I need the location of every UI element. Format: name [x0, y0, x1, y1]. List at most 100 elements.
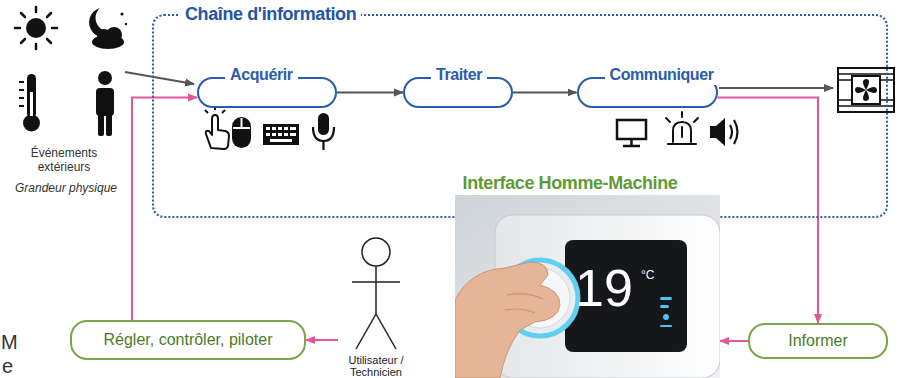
thermometer-icon — [19, 81, 24, 83]
feedback-arrow — [720, 340, 748, 342]
mouse-icon — [232, 117, 251, 148]
sun-icon — [21, 13, 25, 17]
fan-icon — [838, 74, 894, 106]
person-icon — [98, 112, 104, 136]
user-figure — [376, 314, 396, 349]
process-box: Communiquer — [577, 77, 718, 108]
display-value: 19 — [575, 260, 633, 316]
process-box: Acquérir — [197, 77, 337, 108]
thermostat-photo — [455, 262, 560, 378]
alarm-icon — [681, 127, 683, 137]
process-label: Acquérir — [225, 65, 298, 85]
action-label: Informer — [788, 331, 848, 351]
thermometer-icon — [19, 74, 40, 132]
mouse-icon — [233, 127, 250, 129]
quantity-label: Grandeur physique — [4, 181, 128, 195]
thermometer-icon — [30, 92, 33, 116]
hmi-panel: Interface Homme-Machine 19 °C — [420, 172, 720, 378]
mouse-icon — [241, 118, 243, 128]
fan-icon — [838, 73, 894, 75]
action-box: Informer — [748, 323, 888, 359]
process-label: Communiquer — [605, 65, 719, 85]
night-icon — [106, 27, 122, 43]
alarm-icon — [681, 112, 683, 117]
user-actor: Utilisateur / Technicien — [338, 232, 414, 378]
alarm-icon — [666, 112, 698, 144]
night-icon — [125, 23, 127, 25]
microphone-icon — [322, 141, 324, 150]
fan-icon — [852, 76, 880, 104]
screen-icon — [630, 139, 633, 145]
speaker-icon — [710, 118, 725, 146]
screen-icon — [617, 120, 646, 139]
user-figure — [356, 314, 376, 349]
keyboard-icon — [284, 133, 288, 136]
speaker-icon — [710, 118, 738, 146]
fan-icon — [863, 79, 869, 90]
user-figure — [375, 266, 377, 314]
thermostat-photo — [455, 195, 720, 378]
user-figure — [352, 238, 400, 349]
keyboard-icon — [284, 127, 288, 130]
keyboard-icon — [263, 124, 299, 145]
thermostat-photo — [505, 309, 535, 313]
feedback-arrow — [132, 98, 197, 321]
person-icon — [96, 88, 114, 116]
sun-icon — [35, 44, 38, 49]
keyboard-icon — [272, 127, 276, 130]
fan-icon — [855, 87, 866, 93]
person-icon — [106, 112, 112, 136]
fan-icon — [866, 87, 877, 93]
region-title: Chaîne d'information — [180, 2, 361, 26]
fan-icon — [838, 105, 894, 107]
night-icon — [89, 8, 127, 49]
thermostat-photo — [507, 294, 543, 299]
fan-icon — [838, 68, 894, 112]
hmi-title: Interface Homme-Machine — [420, 172, 720, 194]
keyboard-icon — [290, 127, 296, 130]
output-arrow — [719, 87, 833, 89]
alarm-icon — [673, 122, 691, 142]
thermostat-photo — [660, 305, 669, 308]
alarm-icon — [666, 118, 670, 122]
speaker-icon — [730, 125, 732, 139]
keyboard-icon — [266, 133, 270, 136]
user-figure — [352, 281, 400, 283]
keyboard-icon — [266, 127, 296, 142]
feedback-arrow — [306, 339, 338, 341]
person-icon — [96, 71, 114, 136]
thermostat-photo — [565, 240, 687, 352]
process-label: Traiter — [431, 65, 487, 85]
flow-arrow — [513, 92, 577, 94]
keyboard-icon — [278, 133, 282, 136]
mouse-icon — [232, 117, 251, 148]
display-unit: °C — [641, 268, 654, 282]
thermostat-photo — [660, 325, 672, 327]
event-label: Événements extérieurs — [6, 146, 122, 174]
sun-icon — [15, 27, 20, 30]
actor-label: Utilisateur / Technicien — [338, 354, 414, 378]
keyboard-icon — [272, 133, 276, 136]
screen-icon — [623, 145, 640, 148]
sun-icon — [47, 13, 51, 17]
fan-icon — [838, 68, 894, 112]
person-icon — [98, 71, 112, 85]
night-icon — [120, 12, 123, 15]
keyboard-icon — [263, 124, 299, 145]
thermometer-icon — [23, 115, 40, 132]
alarm-icon — [668, 143, 696, 145]
action-box: Régler, contrôler, piloter — [70, 320, 306, 360]
touch-icon — [205, 106, 229, 149]
action-label: Régler, contrôler, piloter — [104, 330, 273, 350]
thermostat-photo — [660, 297, 672, 300]
sun-icon — [15, 7, 57, 49]
fan-icon — [863, 90, 869, 101]
thermometer-icon — [19, 97, 24, 99]
alarm-icon — [694, 118, 698, 122]
thermometer-icon — [19, 105, 24, 107]
microphone-icon — [313, 113, 334, 150]
feedback-arrow — [718, 98, 819, 324]
sun-icon — [21, 39, 25, 43]
screen-icon — [617, 120, 646, 146]
night-icon — [92, 27, 124, 49]
